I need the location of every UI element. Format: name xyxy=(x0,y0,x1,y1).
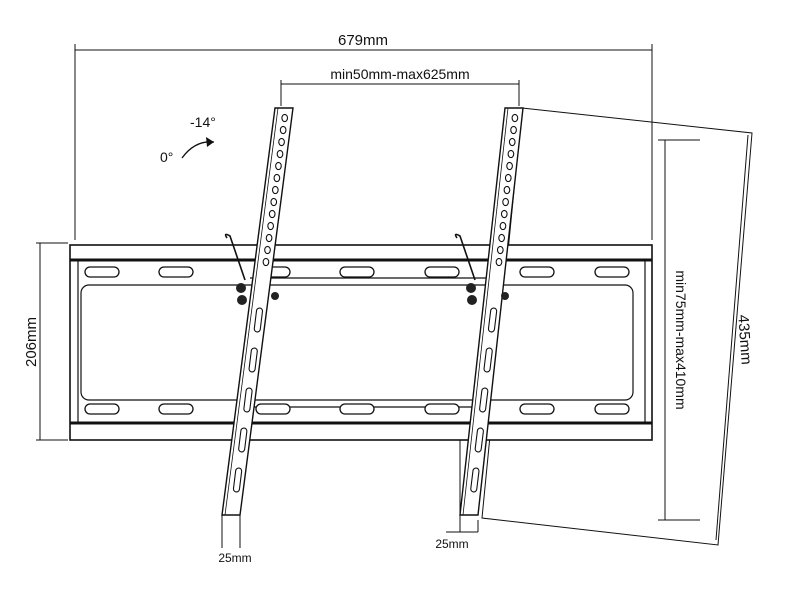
arm-slot xyxy=(232,467,243,493)
mounting-slot xyxy=(519,266,555,278)
mounting-slot xyxy=(84,403,120,415)
arm-hole xyxy=(503,185,511,195)
bolt-icon xyxy=(271,292,279,300)
arm-hole xyxy=(270,197,278,207)
arm-hole xyxy=(265,233,273,243)
horizontal-vesa-label: min50mm-max625mm xyxy=(330,66,469,82)
lock-knob-icon xyxy=(466,283,476,293)
arm-hole xyxy=(264,245,271,255)
height-label: 206mm xyxy=(23,317,40,367)
arm-slot xyxy=(238,427,248,453)
arm-hole xyxy=(262,257,270,267)
tilt-arm xyxy=(221,107,294,516)
wall-plate xyxy=(69,244,653,441)
right-arm-width-label: 25mm xyxy=(435,537,468,551)
width-label: 679mm xyxy=(338,32,388,49)
arm-hole xyxy=(499,221,507,231)
arm-hole xyxy=(279,125,287,135)
arm-hole xyxy=(273,173,281,183)
arm-hole xyxy=(511,113,519,123)
mounting-slot xyxy=(255,403,291,415)
arm-hole xyxy=(267,221,274,231)
arm-width-dimensions: 25mm 25mm xyxy=(218,440,479,565)
arm-hole xyxy=(271,185,279,195)
mounting-slot xyxy=(339,403,375,415)
arm-hole xyxy=(281,113,289,123)
lock-knob-icon xyxy=(467,295,477,305)
arm-hole xyxy=(496,245,504,255)
arm-slot xyxy=(470,467,480,493)
mounting-slot xyxy=(594,403,630,415)
arm-hole xyxy=(268,209,276,219)
arm-slot xyxy=(474,427,484,453)
arm-hole xyxy=(495,257,503,267)
mounting-slot xyxy=(519,403,555,415)
width-dimension: 679mm xyxy=(74,32,653,240)
bolt-icon xyxy=(501,292,509,300)
lock-knob-icon xyxy=(237,295,247,305)
arm-slot xyxy=(483,347,493,373)
arm-hole xyxy=(508,137,516,147)
tilt-indicator: -14° 0° xyxy=(160,114,216,165)
arm-slot xyxy=(248,347,258,373)
mounting-slot xyxy=(594,266,630,278)
mounting-slot xyxy=(84,266,120,278)
tv-outline: min75mm-max410mm 435mm xyxy=(481,107,755,546)
tilt-angle-label: -14° xyxy=(190,114,216,130)
arm-hole xyxy=(507,149,515,159)
arm-hole xyxy=(278,137,285,147)
arm-slot xyxy=(243,387,253,413)
arm-hole xyxy=(275,161,282,171)
arm-hole xyxy=(276,149,284,159)
mounting-slot xyxy=(424,403,460,415)
arm-hole xyxy=(500,209,508,219)
mounting-slot xyxy=(424,266,460,278)
arm-hole xyxy=(506,161,513,171)
bracket-length-label: 435mm xyxy=(734,314,754,365)
arm-hole xyxy=(510,125,517,135)
mounting-slot xyxy=(158,403,194,415)
vertical-vesa-label: min75mm-max410mm xyxy=(673,270,689,409)
arm-hole xyxy=(498,233,505,243)
arm-slot xyxy=(253,307,264,333)
arm-slot xyxy=(487,307,498,333)
safety-hook xyxy=(454,233,476,281)
horizontal-vesa-dimension: min50mm-max625mm xyxy=(280,66,520,106)
tilt-arm xyxy=(454,107,524,516)
height-dimension: 206mm xyxy=(23,242,68,441)
arm-slot xyxy=(479,387,489,413)
left-arm-width-label: 25mm xyxy=(218,551,251,565)
arm-hole xyxy=(502,197,509,207)
lock-knob-icon xyxy=(236,283,246,293)
arm-hole xyxy=(504,173,512,183)
mounting-slot xyxy=(339,266,375,278)
safety-hook xyxy=(224,233,246,281)
mounting-slot xyxy=(158,266,194,278)
upright-angle-label: 0° xyxy=(160,149,173,165)
